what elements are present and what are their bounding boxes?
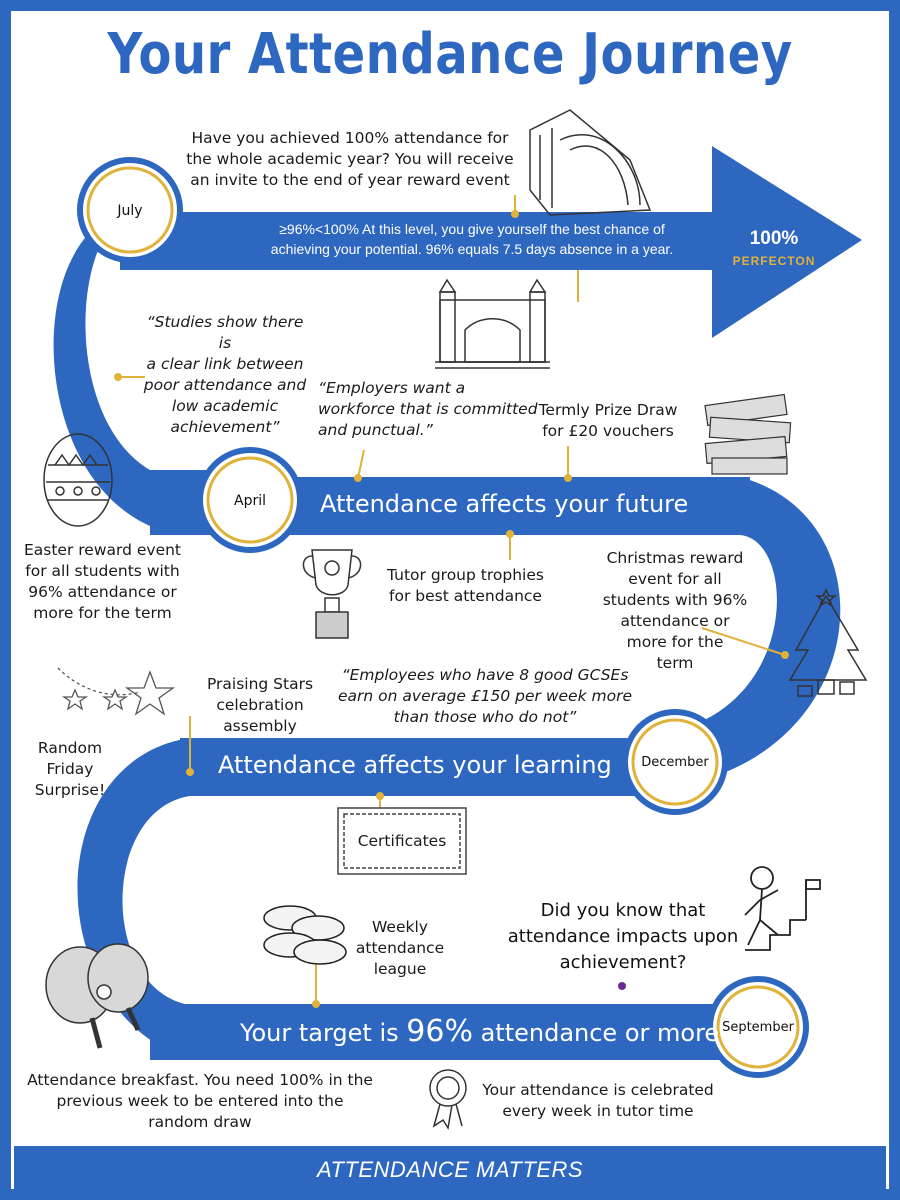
month-december: December [641,755,709,770]
note-line: league [373,960,427,978]
note-line: Surprise! [34,781,106,799]
note-line: “Studies show there is [146,313,304,352]
month-july: July [117,203,143,219]
note-line: attendance or [620,612,730,630]
note-line: Friday [46,760,94,778]
month-september: September [722,1020,794,1035]
note-christmas: Christmas reward event for all students … [595,548,755,674]
note-line: celebration assembly [216,696,304,735]
note-random-friday: Random Friday Surprise! [20,738,120,801]
note-breakfast: Attendance breakfast. You need 100% in t… [20,1070,380,1133]
note-certificates: Certificates [357,832,447,850]
note-line: achievement? [559,952,687,973]
month-circles [77,157,809,1078]
curve-future-learning [640,477,841,790]
note-line: poor attendance and [143,376,307,394]
ping-pong-icon [45,943,149,1049]
connector-lines [114,195,789,1008]
note-line: Attendance breakfast. You need 100% in t… [27,1071,373,1089]
note-line: Tutor group trophies [387,566,544,584]
target-value: 96% [406,1014,473,1049]
band-target [150,1004,740,1060]
note-line: previous week to be entered into the [56,1092,344,1110]
note-line: more for the [626,633,724,651]
bouncy-castle-icon [435,278,550,369]
target-suffix: attendance or more [472,1019,720,1047]
note-line: random draw [148,1113,252,1131]
note-line: a clear link between [146,355,304,373]
note-line: Your attendance is celebrated [482,1081,714,1099]
band-learning-text: Attendance affects your learning [218,751,612,779]
arrow-text-line2: achieving your potential. 96% equals 7.5… [270,241,674,257]
note-line: Weekly [372,918,428,936]
note-line: attendance impacts upon [507,926,739,947]
note-easter: Easter reward event for all students wit… [15,540,190,624]
note-line: event for all [628,570,722,588]
note-line: 96% attendance or [28,583,177,601]
note-line: the whole academic year? You will receiv… [186,150,514,168]
band-future-text: Attendance affects your future [320,490,689,518]
note-line: “Employers want a [318,379,466,397]
rosette-icon [429,1069,467,1131]
note-studies: “Studies show there is a clear link betw… [140,312,310,438]
note-line: for £20 vouchers [542,422,674,440]
note-line: and punctual.” [318,421,433,439]
target-prefix: Your target is [240,1019,407,1047]
note-line: every week in tutor time [502,1102,694,1120]
note-line: term [656,654,694,672]
note-line: more for the term [33,604,172,622]
note-line: for best attendance [389,587,542,605]
biscuits-icon [263,905,347,965]
note-did-you-know: Did you know that attendance impacts upo… [488,898,758,976]
arrow-head-label: PERFECTON [732,254,816,268]
footer-bar [14,1146,886,1194]
note-line: workforce that is committed [318,400,538,418]
money-stack-icon [704,393,792,475]
arrow-head-value: 100% [749,228,799,249]
note-line: students with 96% [602,591,748,609]
note-line: Easter reward event [23,541,182,559]
band-target-text: Your target is 96% attendance or more [240,1014,719,1049]
note-line: Termly Prize Draw [538,401,678,419]
month-april: April [234,493,266,509]
easter-egg-icon [43,433,113,527]
note-end-of-year: Have you achieved 100% attendance for th… [180,128,520,191]
note-line: Did you know that [540,900,706,921]
note-line: Praising Stars [206,675,314,693]
christmas-tree-icon [788,588,868,697]
footer-text: ATTENDANCE MATTERS [316,1157,584,1182]
note-trophies: Tutor group trophies for best attendance [378,565,553,607]
note-line: an invite to the end of year reward even… [190,171,510,189]
note-line: achievement” [170,418,280,436]
trophy-icon [302,549,362,639]
band-learning [180,738,680,796]
note-line: “Employees who have 8 good GCSEs [341,666,629,684]
page-title: Your Attendance Journey [107,22,793,87]
top-arrow [120,146,862,338]
note-praising: Praising Stars celebration assembly [180,674,340,737]
note-line: Christmas reward [606,549,744,567]
note-line: Random [37,739,103,757]
arrow-text: ≥96%<100% At this level, you give yourse… [232,219,712,259]
note-weekly: Weekly attendance league [350,917,450,980]
note-celebrated: Your attendance is celebrated every week… [468,1080,728,1122]
curve-july-april [53,210,215,526]
note-employers: “Employers want a workforce that is comm… [318,378,548,441]
arrow-text-line1: ≥96%<100% At this level, you give yourse… [279,221,665,237]
slide-sketch-icon [529,109,652,216]
stairs-person-icon [744,866,821,951]
note-line: low academic [171,397,279,415]
note-line: attendance [355,939,445,957]
note-line: Have you achieved 100% attendance for [191,129,509,147]
note-line: earn on average £150 per week more [338,687,632,705]
note-prize-draw: Termly Prize Draw for £20 vouchers [528,400,688,442]
certificate-icon [337,807,467,875]
stars-icon [57,667,176,716]
note-line: than those who do not” [393,708,577,726]
note-gcse: “Employees who have 8 good GCSEs earn on… [335,665,635,728]
note-line: for all students with [25,562,180,580]
